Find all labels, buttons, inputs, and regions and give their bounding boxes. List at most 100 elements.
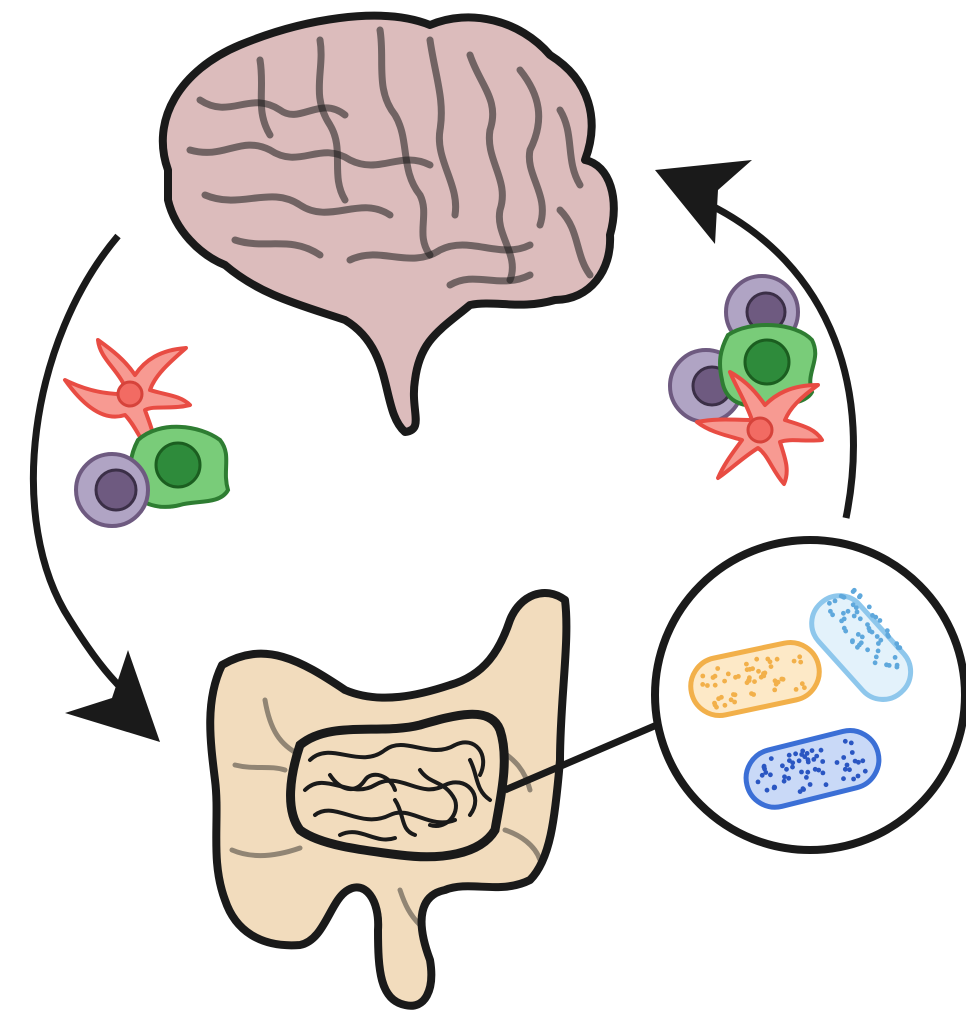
bacterium-dot (813, 767, 818, 772)
gut-to-brain-arrowhead (655, 160, 752, 244)
bacterium-dot (841, 755, 846, 760)
bacterium-dot (768, 659, 773, 664)
bacterium-dot (810, 748, 815, 753)
bacterium-dot (856, 632, 861, 637)
bacterium-dot (797, 654, 802, 659)
bacterium-dot (714, 705, 719, 710)
bacterium-dot (786, 776, 791, 781)
bacterium-dot (873, 660, 878, 665)
bacterium-dot (896, 645, 901, 650)
bacterium-dot (842, 617, 847, 622)
bacterium-dot (841, 611, 846, 616)
bacterium-dot (782, 774, 787, 779)
bacterium-dot (893, 655, 898, 660)
bacterium-dot (833, 599, 838, 604)
bacterium-dot (850, 750, 855, 755)
bacterium-dot (858, 593, 863, 598)
bacterium-dot (843, 767, 848, 772)
bacterium-dot (732, 700, 737, 705)
bacterium-dot (722, 679, 727, 684)
bacterium-dot (798, 789, 803, 794)
bacterium-dot (793, 751, 798, 756)
bacterium-dot (876, 649, 881, 654)
intestine-icon (210, 593, 680, 1006)
bacterium-dot (874, 655, 879, 660)
bacterium-dot (821, 771, 826, 776)
bacterium-dot (772, 785, 777, 790)
bacterium-dot (839, 594, 844, 599)
brain-to-gut-arrowhead (65, 650, 160, 742)
bacterium-dot (855, 645, 860, 650)
bacterium-dot (784, 767, 789, 772)
bacterium-dot (768, 772, 773, 777)
bacterium-dot (780, 763, 785, 768)
bacterium-dot (847, 767, 852, 772)
bacterium-dot (860, 758, 865, 763)
bacterium-dot (769, 756, 774, 761)
bacterium-dot (754, 657, 759, 662)
bacterium-dot (824, 782, 829, 787)
bacterium-dot (769, 664, 774, 669)
bacterium-dot (858, 616, 863, 621)
bacterium-dot (782, 779, 787, 784)
bacterium-dot (851, 777, 856, 782)
bacterium-dot (713, 683, 718, 688)
bacterium-dot (851, 589, 856, 594)
bacterium-dot (716, 696, 721, 701)
bacterium-dot (846, 609, 851, 614)
bacterium-dot (756, 780, 761, 785)
bacterium-dot (747, 667, 752, 672)
bacterium-dot (895, 663, 900, 668)
bacterium-dot (733, 675, 738, 680)
bacterium-dot (763, 770, 768, 775)
bacterium-dot (700, 674, 705, 679)
bacterium-dot (799, 770, 804, 775)
bacterium-dot (855, 610, 860, 615)
bacterium-dot (747, 675, 752, 680)
bacterium-dot (798, 660, 803, 665)
bacterium-dot (873, 615, 878, 620)
bacterium-dot (856, 774, 861, 779)
bacteria-icon (655, 540, 965, 850)
bacterium-dot (805, 751, 810, 756)
bacterium-dot (705, 683, 710, 688)
small-intestine-coils (291, 714, 505, 856)
bacterium-dot (851, 602, 856, 607)
bacterium-dot (878, 618, 883, 623)
bacterium-dot (867, 628, 872, 633)
bacterium-dot (700, 682, 705, 687)
bacterium-dot (875, 634, 880, 639)
bacterium-dot (762, 764, 767, 769)
bacterium-dot (715, 666, 720, 671)
lymphocyte-icon (76, 454, 148, 526)
bacterium-dot (723, 703, 728, 708)
bacterium-dot (731, 692, 736, 697)
bacterium-dot (787, 753, 792, 758)
bacterium-dot (776, 680, 781, 685)
immune-cluster-right (670, 276, 822, 484)
bacterium-dot (787, 758, 792, 763)
bacterium-dot (860, 635, 865, 640)
bacterium-dot (790, 765, 795, 770)
bacterium-dot (845, 763, 850, 768)
bacterium-dot (863, 769, 868, 774)
bacterium-dot (797, 758, 802, 763)
bacterium-dot (849, 741, 854, 746)
bacterium-dot (843, 739, 848, 744)
bacterium-dot (865, 622, 870, 627)
bacterium-dot (841, 776, 846, 781)
bacterium-dot (800, 749, 805, 754)
bacterium-dot (775, 657, 780, 662)
bacterium-dot (886, 634, 891, 639)
bacterium-dot (806, 760, 811, 765)
bacterium-dot (830, 612, 835, 617)
bacterium-dot (850, 639, 855, 644)
bacterium-dot (808, 782, 813, 787)
bacterium-dot (772, 688, 777, 693)
bacterium-dot (856, 760, 861, 765)
bacterium-dot (842, 626, 847, 631)
bacterium-dot (885, 628, 890, 633)
bacterium-dot (751, 692, 756, 697)
